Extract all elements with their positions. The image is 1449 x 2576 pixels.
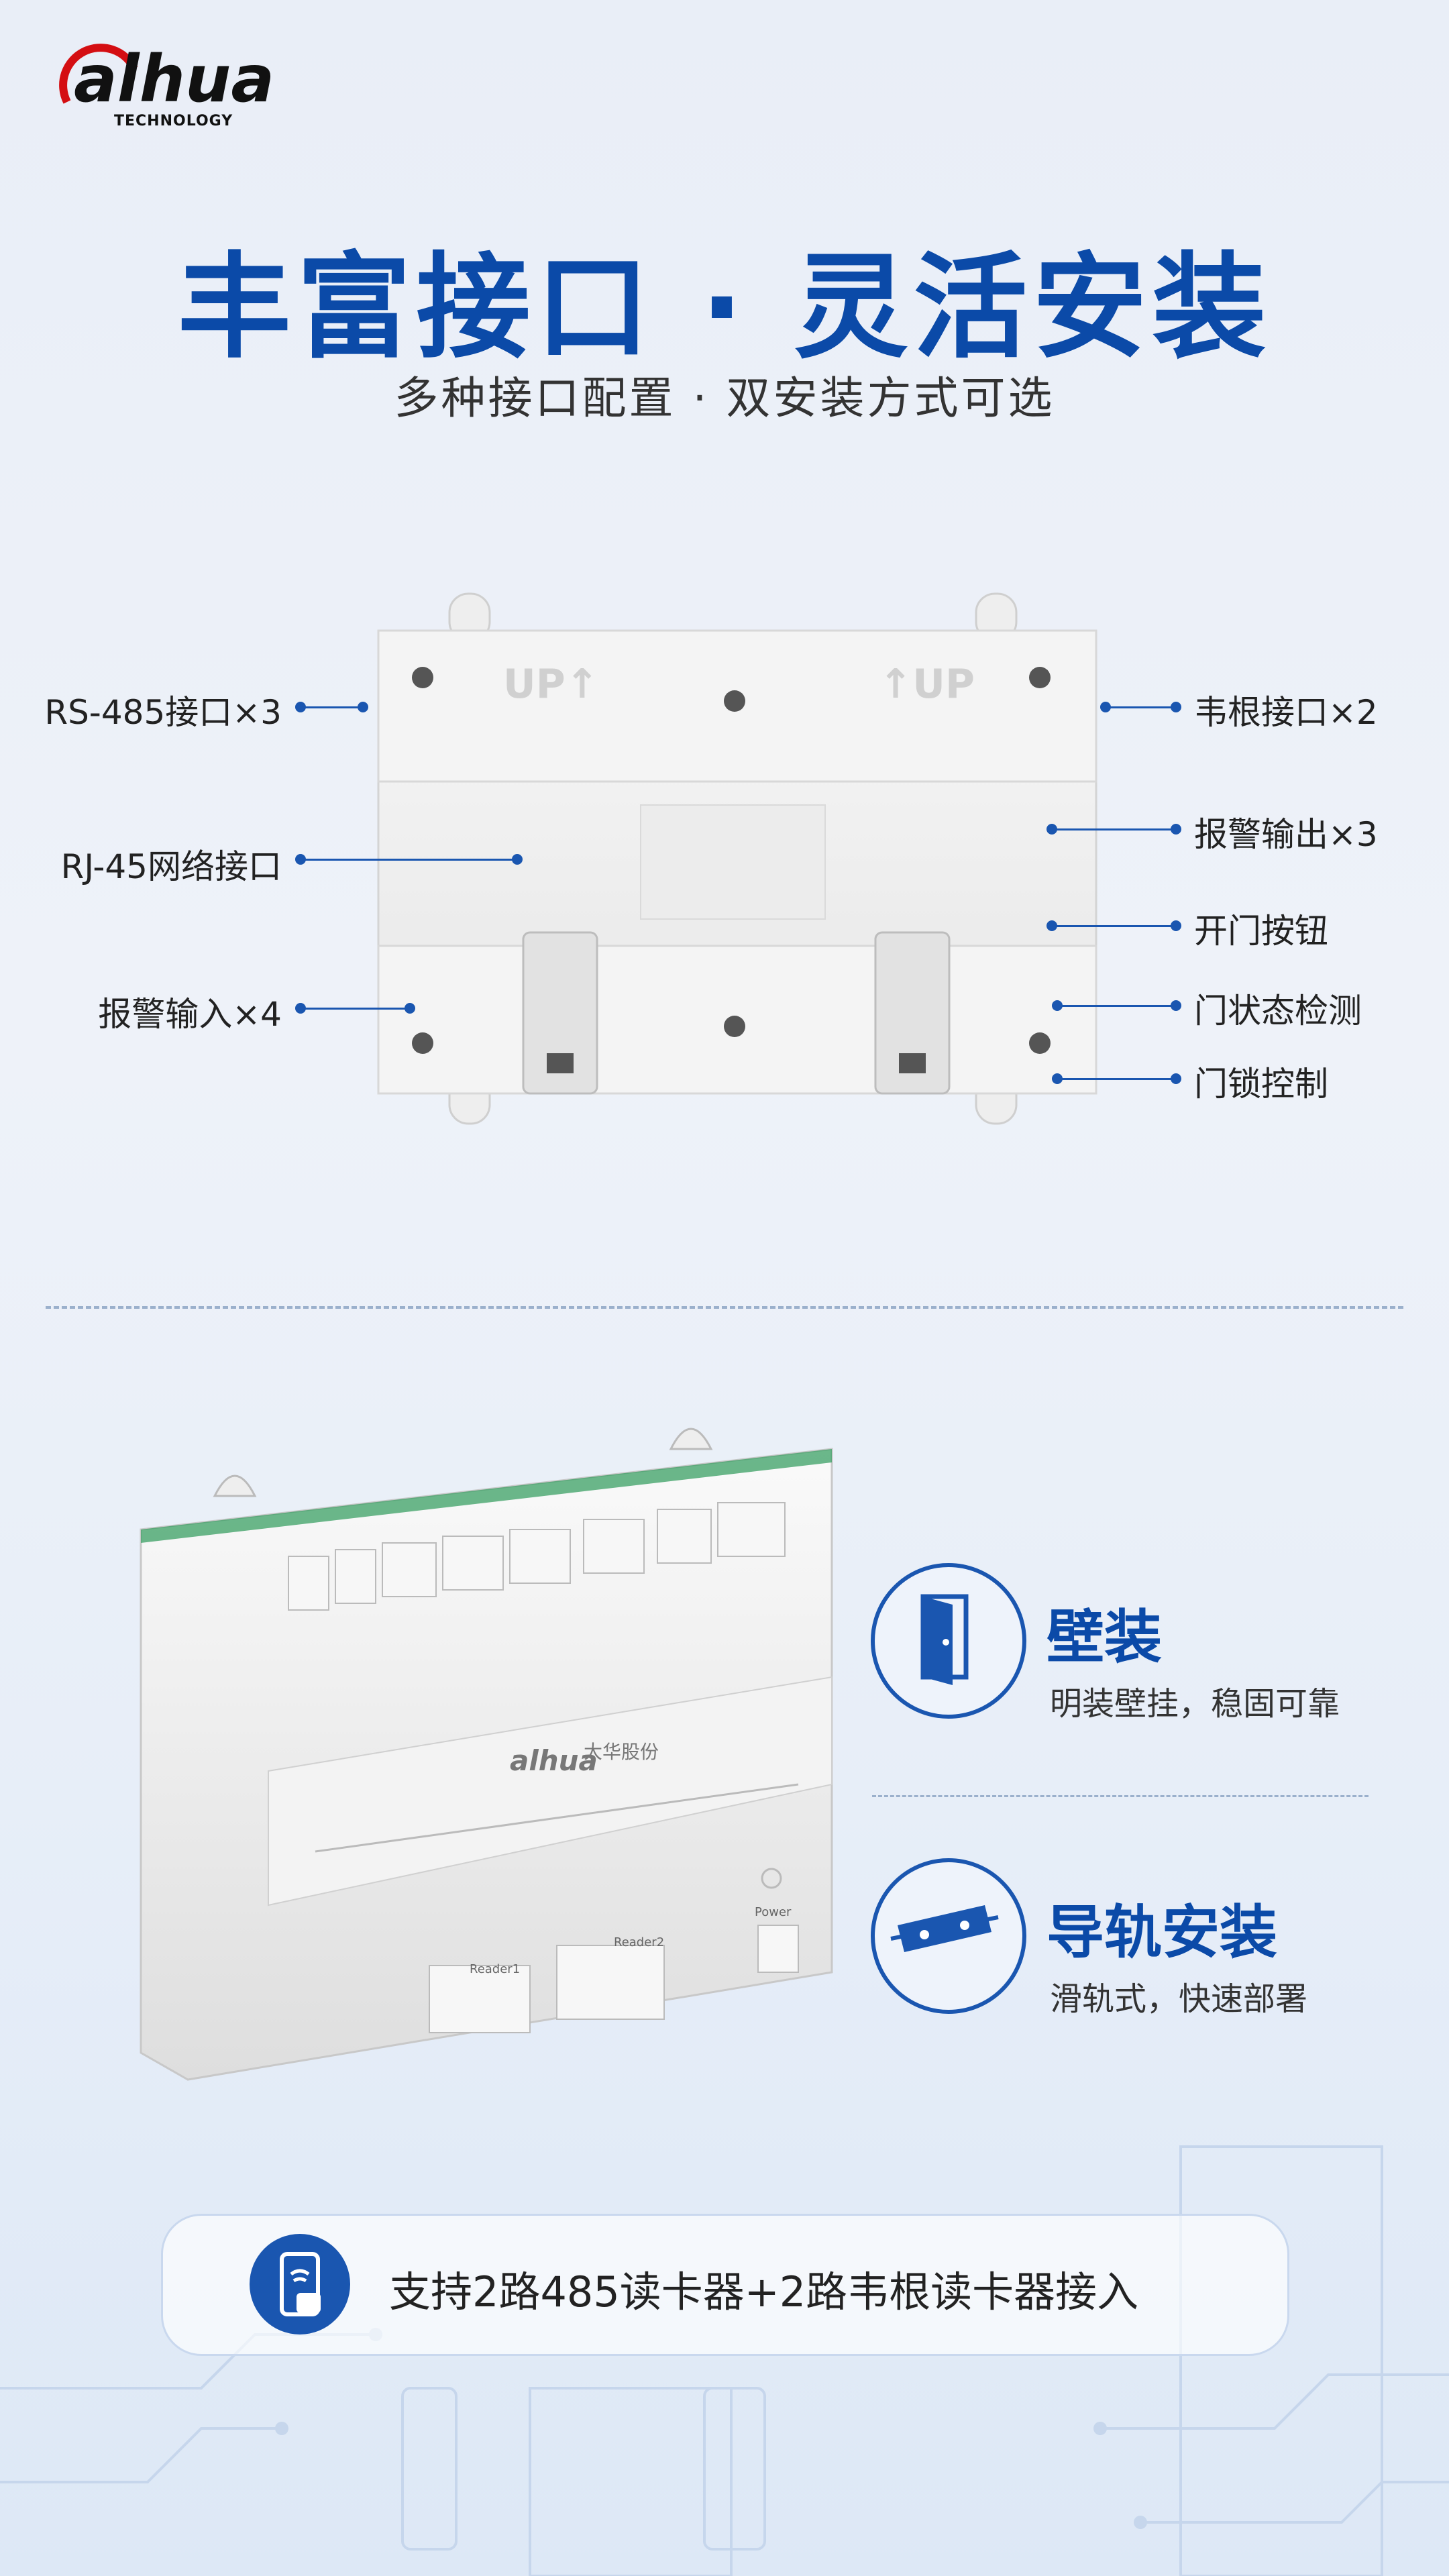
callout-line — [1052, 828, 1173, 830]
feature-wall-mount-circle — [871, 1563, 1026, 1719]
callout-dot — [405, 1003, 415, 1014]
device-front-view — [140, 1428, 833, 2081]
callout-dot — [1171, 1000, 1181, 1011]
rail-icon — [890, 1905, 999, 1952]
device-brand: alhua — [510, 1744, 598, 1777]
feature-divider — [872, 1795, 1368, 1797]
callout-alarm-output: 报警输出×3 — [1194, 815, 1378, 854]
device-brand-cn: 大华股份 — [584, 1741, 659, 1763]
power-label: Power — [755, 1905, 792, 1919]
callout-exit-button: 开门按钮 — [1194, 912, 1328, 951]
callout-dot — [295, 702, 306, 712]
callout-line — [1052, 925, 1173, 927]
callout-line — [301, 1008, 408, 1010]
brand-logo: alhua TECHNOLOGY — [47, 42, 302, 129]
feature-desc-rail: 滑轨式，快速部署 — [1050, 1980, 1308, 2018]
section-divider — [46, 1306, 1403, 1309]
feature-rail-circle — [871, 1858, 1026, 2014]
logo-wordmark: alhua — [74, 42, 275, 117]
callout-rs485: RS-485接口×3 — [44, 693, 282, 732]
callout-rj45: RJ-45网络接口 — [60, 847, 282, 886]
callout-dot — [1171, 1073, 1181, 1084]
feature-desc-wall: 明装壁挂，稳固可靠 — [1050, 1685, 1340, 1723]
callout-dot — [295, 854, 306, 865]
door-icon — [920, 1594, 969, 1685]
background-circuit-art — [0, 2145, 1449, 2576]
callout-door-status: 门状态检测 — [1194, 991, 1362, 1030]
feature-title-rail: 导轨安装 — [1046, 1899, 1277, 1966]
callout-line — [301, 706, 361, 708]
callout-wiegand: 韦根接口×2 — [1194, 693, 1378, 732]
reader-support-text: 支持2路485读卡器+2路韦根读卡器接入 — [389, 2267, 1139, 2316]
up-label-left: UP↑ — [503, 661, 599, 708]
callout-line — [1057, 1005, 1173, 1007]
feature-title-wall: 壁装 — [1046, 1604, 1162, 1671]
reader2-label: Reader2 — [614, 1935, 665, 1949]
callout-lock-control: 门锁控制 — [1194, 1065, 1328, 1104]
device-back-view — [377, 592, 1097, 1125]
card-reader-icon-circle — [250, 2234, 350, 2334]
callout-dot — [1171, 702, 1181, 712]
callout-line — [1106, 706, 1173, 708]
dahua-logo-icon — [59, 44, 138, 104]
callout-dot — [1171, 920, 1181, 931]
up-label-right: ↑UP — [879, 661, 975, 708]
page-subtitle: 多种接口配置 · 双安装方式可选 — [394, 372, 1055, 424]
callout-dot — [1171, 824, 1181, 835]
logo-subtext: TECHNOLOGY — [114, 113, 233, 129]
page-title: 丰富接口 · 灵活安装 — [177, 241, 1272, 374]
reader1-label: Reader1 — [470, 1962, 521, 1976]
callout-dot — [358, 702, 368, 712]
callout-line — [1057, 1078, 1173, 1080]
callout-dot — [512, 854, 523, 865]
callout-dot — [295, 1003, 306, 1014]
card-reader-icon — [280, 2252, 321, 2316]
callout-alarm-input: 报警输入×4 — [98, 995, 282, 1034]
callout-line — [301, 859, 515, 861]
